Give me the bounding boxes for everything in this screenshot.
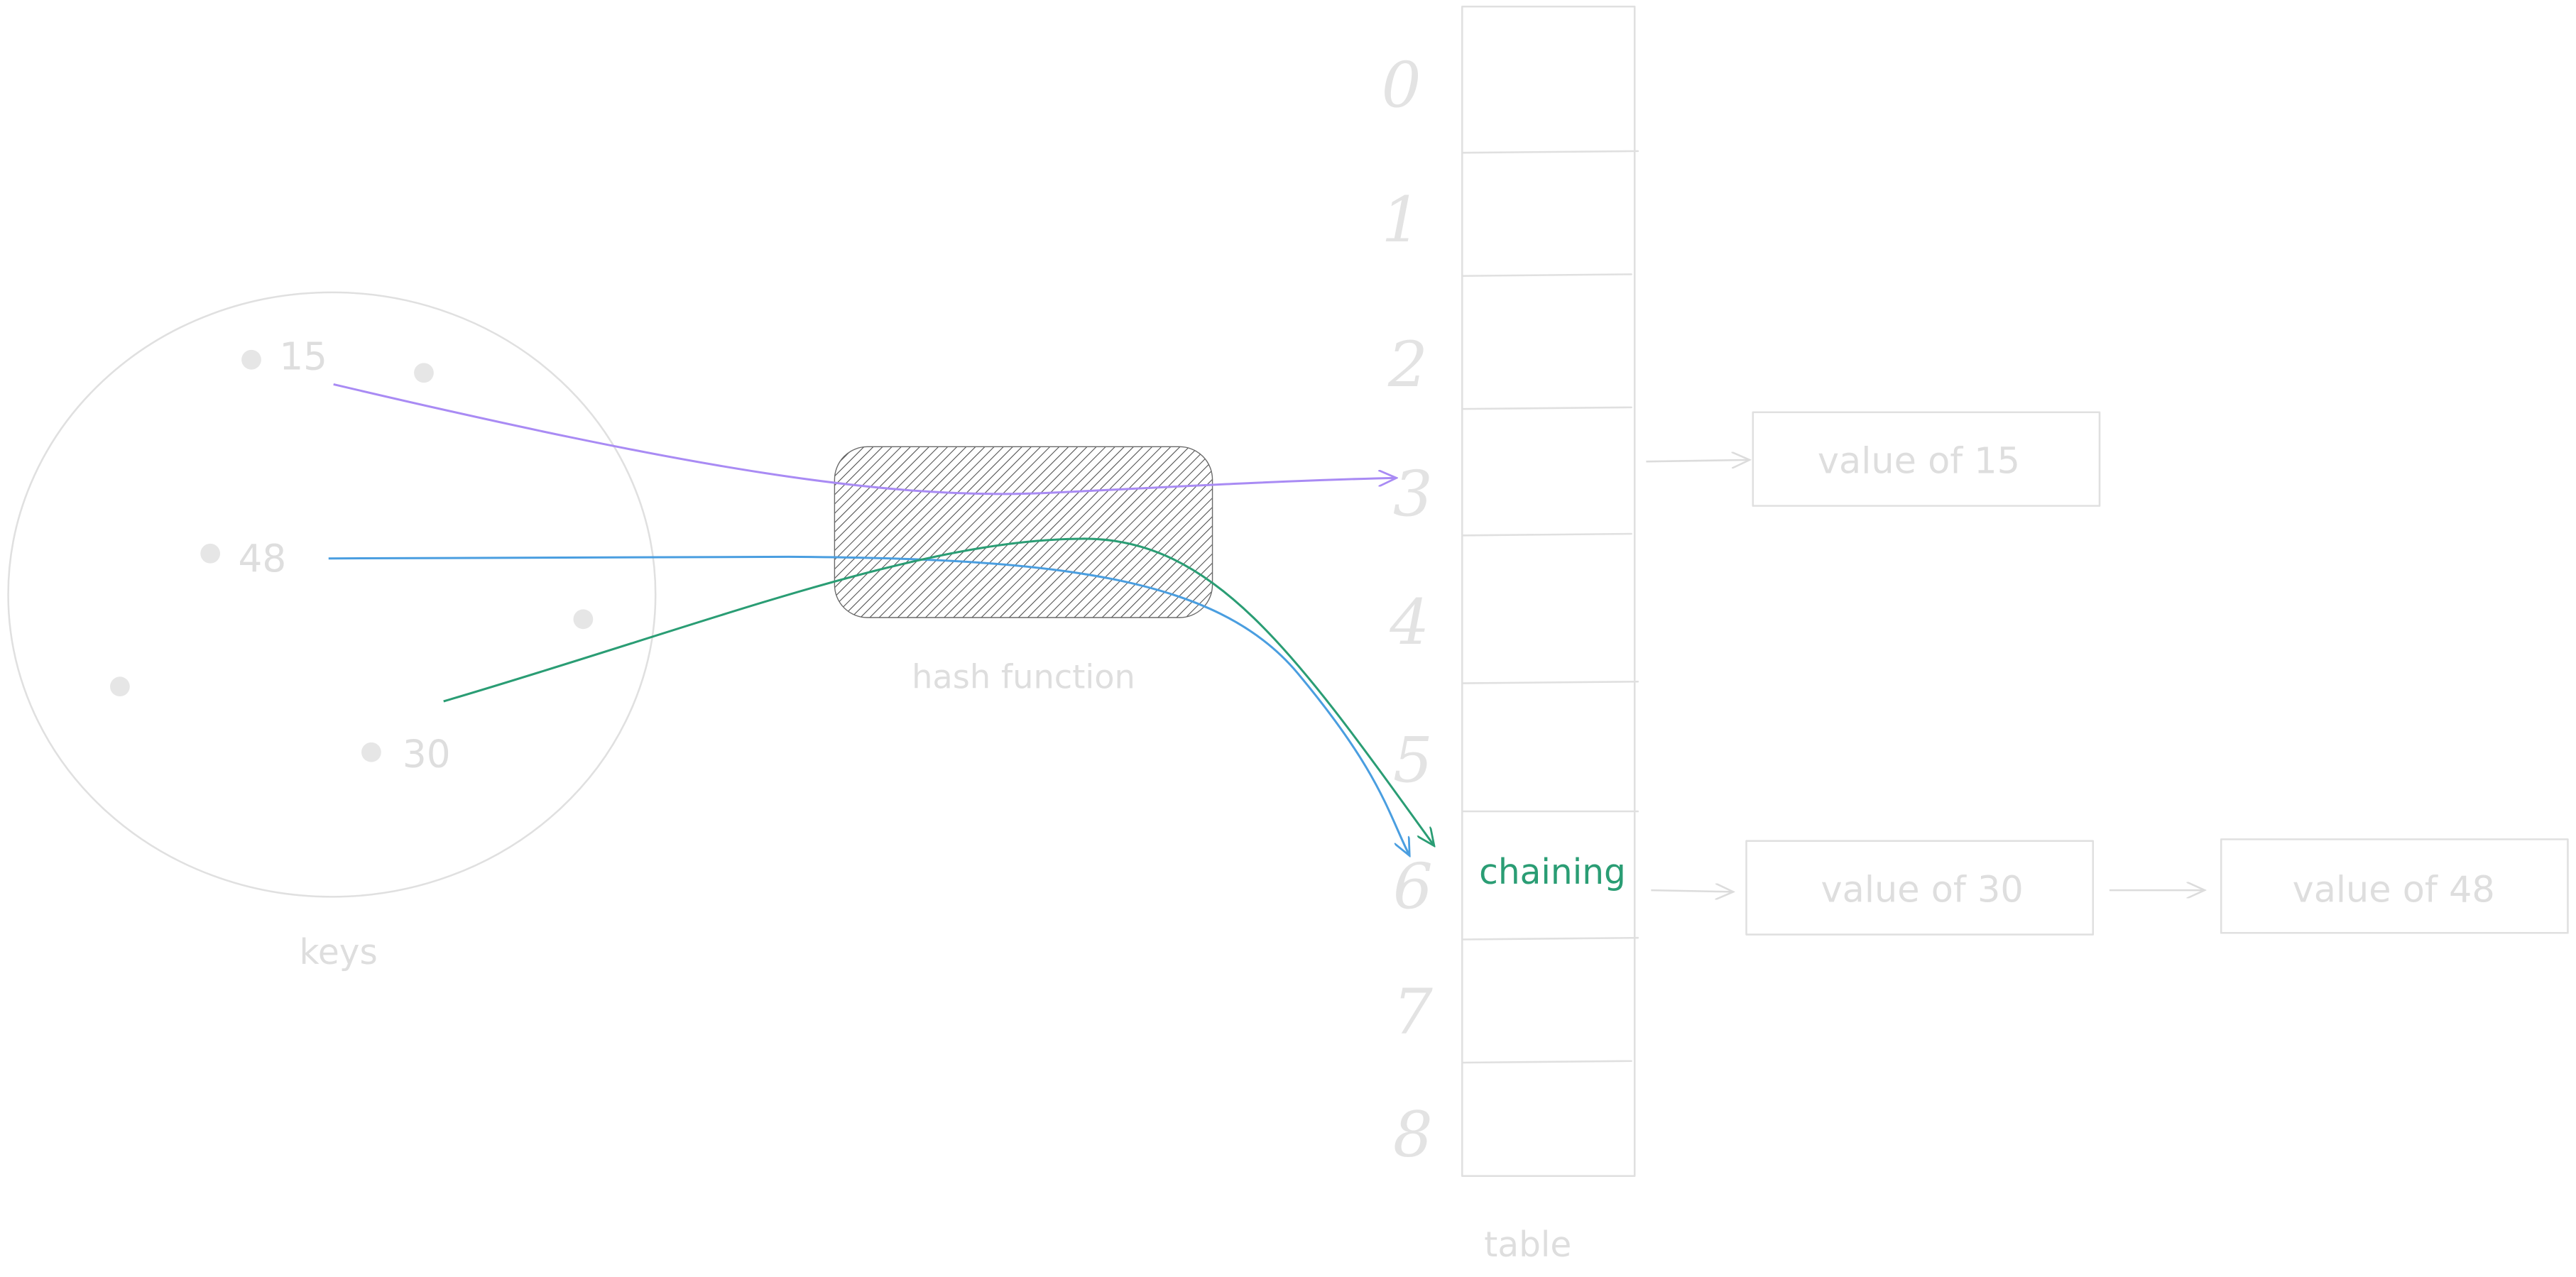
arrow-key-15-to-slot-3	[333, 383, 1397, 495]
value-node-15: value of 15	[1752, 411, 2101, 507]
arrow-key-30-to-slot-6	[443, 537, 1434, 846]
row-divider	[1461, 532, 1632, 537]
value-node-30: value of 30	[1745, 840, 2095, 936]
slot-index-4: 4	[1389, 586, 1429, 659]
row-divider	[1461, 150, 1639, 154]
arrow-key-48-to-slot-6	[328, 555, 1409, 855]
slot-index-7: 7	[1393, 975, 1433, 1048]
keys-circle	[7, 291, 657, 898]
value-node-48: value of 48	[2220, 838, 2569, 934]
slot-index-1: 1	[1382, 183, 1421, 256]
slot-index-2: 2	[1387, 328, 1428, 401]
key-label-30: 30	[403, 733, 451, 777]
keys-set: 15 48 30 keys	[7, 291, 657, 972]
value-box	[2220, 838, 2569, 934]
slot-index-3: 3	[1393, 458, 1433, 531]
hash-function-box	[834, 446, 1213, 618]
hash-function: hash function	[834, 446, 1213, 696]
slot-index-6: 6	[1393, 850, 1433, 924]
row-divider	[1461, 273, 1632, 278]
row-divider	[1461, 680, 1639, 684]
key-dot	[200, 543, 221, 564]
value-label: value of 15	[1818, 440, 2020, 482]
table-outline	[1461, 6, 1636, 1177]
chaining-label: chaining	[1479, 853, 1626, 892]
slot-index-0: 0	[1382, 48, 1421, 121]
key-dot	[361, 742, 381, 762]
hash-table: 0 1 2 3 4 5 6 7 8 chaining table	[1382, 6, 1639, 1265]
value-label: value of 30	[1821, 869, 2024, 911]
slot-index-8: 8	[1393, 1098, 1433, 1171]
slot-3-pointer-arrow	[1646, 460, 1750, 461]
slot-index-5: 5	[1393, 723, 1433, 796]
table-caption: table	[1484, 1225, 1571, 1265]
value-label: value of 48	[2293, 869, 2495, 911]
hash-function-caption: hash function	[912, 657, 1135, 696]
key-dot	[110, 676, 130, 697]
value-box	[1745, 840, 2095, 936]
key-dot	[573, 609, 594, 630]
key-dot	[414, 363, 434, 383]
key-label-15: 15	[279, 335, 327, 379]
row-divider	[1461, 936, 1639, 941]
key-label-48: 48	[238, 537, 286, 581]
row-divider	[1461, 1060, 1632, 1064]
row-divider	[1461, 406, 1632, 410]
value-box	[1752, 411, 2101, 507]
key-dot	[241, 349, 261, 370]
keys-caption: keys	[299, 933, 377, 972]
slot-6-pointer-arrow	[1651, 890, 1733, 892]
